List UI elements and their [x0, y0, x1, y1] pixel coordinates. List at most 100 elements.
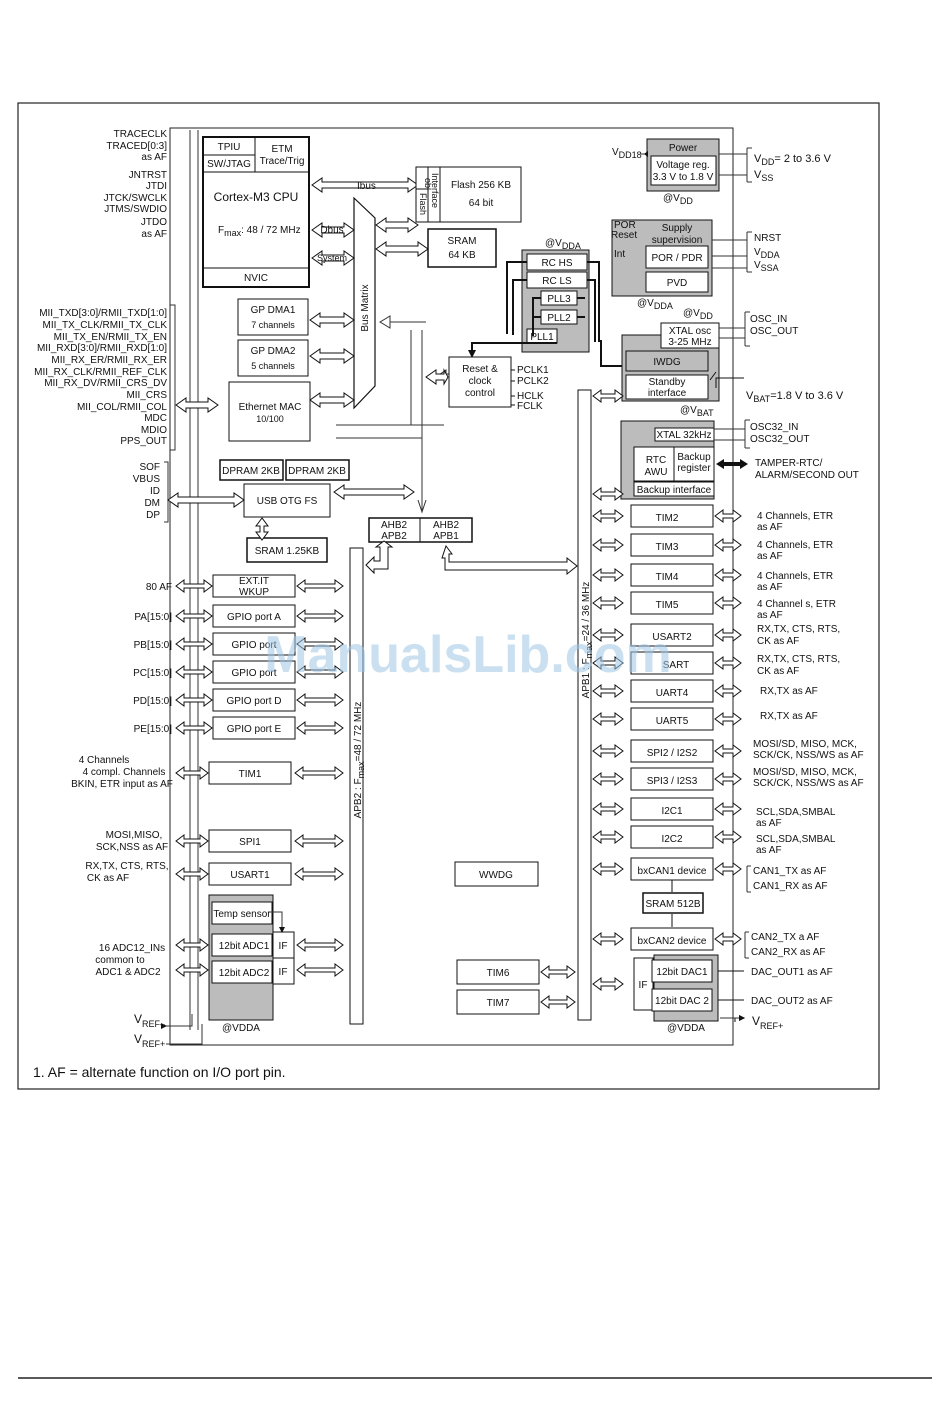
svg-text:10/100: 10/100 [256, 414, 284, 424]
svg-text:12bit ADC2: 12bit ADC2 [219, 968, 270, 979]
apb2-bus: APB2 : Fmax=48 / 72 MHz [349, 547, 366, 1025]
svg-text:I2C2: I2C2 [661, 834, 683, 845]
svg-text:DP: DP [146, 510, 160, 521]
svg-text:FCLK: FCLK [517, 401, 543, 412]
svg-text:ALARM/SECOND OUT: ALARM/SECOND OUT [755, 470, 859, 481]
svg-text:USART1: USART1 [230, 870, 270, 881]
svg-text:PC[15:0]: PC[15:0] [133, 668, 172, 679]
svg-text:Flash: Flash [418, 193, 428, 215]
svg-text:AWU: AWU [645, 467, 668, 478]
reset-clock-control: Reset & clock control [448, 356, 512, 408]
svg-text:DM: DM [144, 498, 160, 509]
svg-text:Flash 256 KB: Flash 256 KB [451, 180, 511, 191]
svg-text:Temp sensor: Temp sensor [213, 909, 271, 920]
svg-text:CAN1_TX as AF: CAN1_TX as AF [753, 866, 826, 877]
svg-text:@VDD: @VDD [663, 193, 693, 206]
svg-text:ID: ID [150, 486, 160, 497]
svg-text:RC LS: RC LS [542, 276, 572, 287]
left-peripheral-blocks: EXT.IT WKUP GPIO port A GPIO port GPIO p… [208, 574, 296, 886]
svg-text:UART5: UART5 [656, 716, 689, 727]
right-peripheral-blocks: TIM2 TIM3 TIM4 TIM5 USART2 SART UART4 UA… [630, 504, 714, 951]
svg-text:GPIO port E: GPIO port E [227, 724, 282, 735]
svg-text:VSS: VSS [754, 169, 773, 183]
svg-text:SRAM 1.25KB: SRAM 1.25KB [255, 546, 320, 557]
svg-text:CK as AF: CK as AF [757, 666, 799, 677]
svg-text:TIM5: TIM5 [656, 600, 679, 611]
svg-text:control: control [465, 388, 495, 399]
figure-frame [17, 102, 880, 1090]
svg-text:POR / PDR: POR / PDR [651, 253, 702, 264]
svg-text:TIM1: TIM1 [239, 769, 262, 780]
bus-matrix: Bus Matrix [353, 196, 376, 410]
svg-text:SPI1: SPI1 [239, 837, 261, 848]
usb-pin-labels: SOF VBUS ID DM DP [133, 462, 161, 521]
svg-text:12bit DAC1: 12bit DAC1 [656, 967, 708, 978]
svg-text:MII_COL/RMII_COL: MII_COL/RMII_COL [77, 402, 167, 413]
clock-outputs: PCLK1 PCLK2 HCLK FCLK [511, 365, 549, 412]
flash-memory: obl Interface Flash Flash 256 KB 64 bit [415, 166, 522, 223]
tim7: TIM7 [456, 989, 540, 1015]
svg-text:7 channels: 7 channels [251, 320, 295, 330]
adc-block: Temp sensor 12bit ADC1 12bit ADC2 IF IF … [208, 894, 295, 1034]
dac-block: IF 12bit DAC1 12bit DAC 2 @VDDA [633, 954, 719, 1034]
svg-text:VREF–: VREF– [134, 1012, 165, 1029]
svg-text:4 Channel s, ETR: 4 Channel s, ETR [757, 599, 836, 610]
svg-text:RC HS: RC HS [541, 258, 572, 269]
svg-text:Reset: Reset [611, 230, 637, 241]
watermark: ManualsLib.com [264, 626, 671, 684]
apb1-arrows [592, 389, 742, 991]
svg-text:4 Channels: 4 Channels [79, 755, 130, 766]
svg-text:PE[15:0]: PE[15:0] [134, 724, 173, 735]
svg-text:as AF: as AF [757, 582, 783, 593]
svg-text:TRACED[0:3]: TRACED[0:3] [106, 141, 167, 152]
svg-text:VDD18: VDD18 [612, 147, 642, 160]
right-pin-labels: VDD= 2 to 3.6 V VSS NRST VDDA VSSA OSC_I… [746, 153, 864, 1031]
svg-text:RX,TX, CTS, RTS,: RX,TX, CTS, RTS, [85, 861, 168, 872]
svg-text:UART4: UART4 [656, 688, 689, 699]
cpu-fmax: Fmax: 48 / 72 MHz [218, 225, 301, 238]
svg-text:MII_TXD[3:0]/RMII_TXD[1:0]: MII_TXD[3:0]/RMII_TXD[1:0] [39, 308, 167, 319]
svg-text:GPIO port D: GPIO port D [226, 696, 281, 707]
svg-text:VBAT=1.8 V to 3.6 V: VBAT=1.8 V to 3.6 V [746, 390, 844, 404]
footnote: 1. AF = alternate function on I/O port p… [33, 1064, 286, 1080]
port-labels: 80 AF PA[15:0] PB[15:0] PC[15:0] PD[15:0… [71, 582, 173, 1049]
svg-text:VDDA: VDDA [754, 247, 780, 260]
svg-text:MII_RX_DV/RMII_CRS_DV: MII_RX_DV/RMII_CRS_DV [44, 378, 167, 389]
wwdg: WWDG [454, 861, 539, 887]
svg-text:RX,TX, CTS, RTS,: RX,TX, CTS, RTS, [757, 624, 840, 635]
svg-text:MDIO: MDIO [141, 425, 167, 436]
svg-text:SCL,SDA,SMBAL: SCL,SDA,SMBAL [756, 807, 836, 818]
svg-text:Ethernet MAC: Ethernet MAC [239, 402, 302, 413]
svg-text:SCK/CK, NSS/WS as AF: SCK/CK, NSS/WS as AF [753, 750, 864, 761]
svg-text:RX,TX as AF: RX,TX as AF [760, 686, 818, 697]
svg-text:as AF: as AF [756, 818, 782, 829]
svg-text:VBUS: VBUS [133, 474, 161, 485]
xtal-iwdg-standby: @VDD XTAL osc 3-25 MHz IWDG Standby inte… [621, 308, 720, 402]
svg-text:SART: SART [663, 660, 690, 671]
svg-text:IF: IF [279, 967, 288, 978]
svg-text:DAC_OUT2 as AF: DAC_OUT2 as AF [751, 996, 833, 1007]
rtc-backup-domain: @VBAT XTAL 32kHz RTC AWU Backup register… [620, 405, 715, 500]
svg-text:register: register [677, 463, 711, 474]
svg-text:APB1 : Fmax=24 / 36 MHz: APB1 : Fmax=24 / 36 MHz [581, 582, 594, 699]
svg-text:AHB2: AHB2 [381, 520, 408, 531]
svg-text:supervision: supervision [652, 235, 703, 246]
svg-text:SRAM 512B: SRAM 512B [645, 899, 700, 910]
svg-text:Dbus: Dbus [320, 225, 343, 236]
svg-text:ETM: ETM [271, 144, 292, 155]
svg-text:MOSI/SD, MISO, MCK,: MOSI/SD, MISO, MCK, [753, 739, 857, 750]
svg-text:64 KB: 64 KB [448, 250, 476, 261]
svg-text:as AF: as AF [757, 610, 783, 621]
svg-text:JTCK/SWCLK: JTCK/SWCLK [104, 193, 168, 204]
svg-text:Backup: Backup [677, 452, 711, 463]
svg-text:12bit DAC 2: 12bit DAC 2 [655, 996, 709, 1007]
svg-text:SW/JTAG: SW/JTAG [207, 159, 251, 170]
svg-text:PCLK1: PCLK1 [517, 365, 549, 376]
svg-text:Interface: Interface [430, 173, 440, 208]
svg-text:PA[15:0]: PA[15:0] [134, 612, 172, 623]
svg-text:@VDDA: @VDDA [222, 1023, 260, 1034]
svg-text:obl: obl [423, 178, 433, 190]
ethernet-mac: Ethernet MAC 10/100 [228, 381, 311, 442]
svg-text:NVIC: NVIC [244, 273, 268, 284]
